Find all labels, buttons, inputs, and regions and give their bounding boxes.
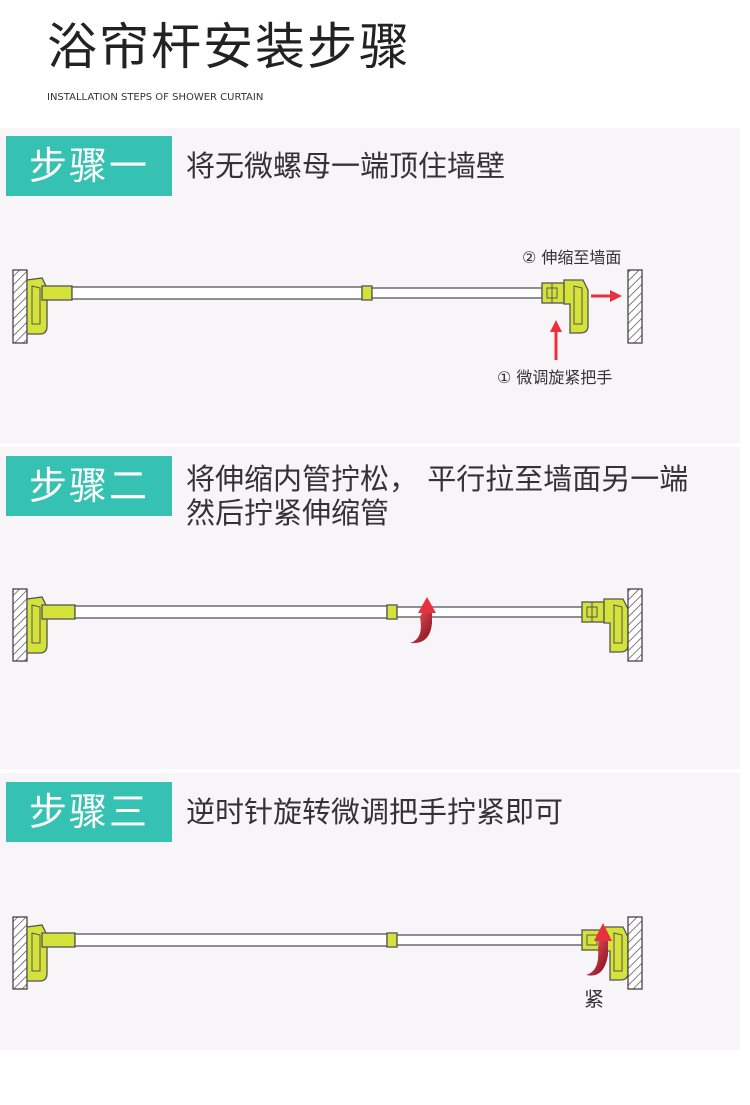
outer-tube <box>74 933 388 947</box>
step-2-text-line-2: 然后拧紧伸缩管 <box>186 496 390 530</box>
right-fitting <box>541 279 589 334</box>
up-arrow-icon <box>550 320 562 360</box>
joint <box>361 285 373 301</box>
step-1-badge: 步骤一 <box>6 136 172 196</box>
right-wall <box>627 916 643 990</box>
step-3-illustration <box>12 916 643 990</box>
step-2-panel: 步骤二 将伸缩内管拧松， 平行拉至墙面另一端 然后拧紧伸缩管 <box>0 447 740 769</box>
step-1-text-line: 将无微螺母一端顶住墙壁 <box>186 149 506 183</box>
step-2-badge: 步骤二 <box>6 456 172 516</box>
joint <box>386 604 398 620</box>
step-2-illustration <box>12 588 643 662</box>
page-subtitle: INSTALLATION STEPS OF SHOWER CURTAIN <box>47 92 264 103</box>
rotate-arrow-icon <box>586 923 612 976</box>
left-bracket <box>26 277 73 335</box>
step-1-text: 将无微螺母一端顶住墙壁 <box>186 149 505 183</box>
step-3-text-line: 逆时针旋转微调把手拧紧即可 <box>186 795 564 829</box>
left-bracket <box>26 924 76 982</box>
left-wall <box>12 269 28 344</box>
step-3-annotation-tighten: 紧 <box>584 987 604 1011</box>
step-3-text: 逆时针旋转微调把手拧紧即可 <box>186 795 563 829</box>
inner-tube <box>396 934 583 946</box>
step-1-panel: 步骤一 将无微螺母一端顶住墙壁 ② 伸缩至墙面 ① 微调旋紧把手 <box>0 128 740 443</box>
left-bracket <box>26 596 76 654</box>
inner-tube <box>371 287 543 299</box>
joint <box>386 932 398 948</box>
right-wall <box>627 269 643 344</box>
step-1-annotation-bottom: ① 微调旋紧把手 <box>497 368 613 387</box>
left-wall <box>12 588 28 662</box>
right-wall <box>627 588 643 662</box>
step-1-illustration <box>12 269 643 360</box>
step-2-text: 将伸缩内管拧松， 平行拉至墙面另一端 然后拧紧伸缩管 <box>186 462 688 530</box>
rotate-arrow-icon <box>410 597 436 644</box>
page-title: 浴帘杆安装步骤 <box>47 18 411 76</box>
step-1-annotation-top: ② 伸缩至墙面 <box>522 248 622 267</box>
step-2-text-line-1: 将伸缩内管拧松， 平行拉至墙面另一端 <box>186 462 689 496</box>
left-wall <box>12 916 28 990</box>
extend-arrow-icon <box>591 290 622 302</box>
outer-tube <box>71 286 363 300</box>
step-3-panel: 步骤三 逆时针旋转微调把手拧紧即可 紧 <box>0 773 740 1050</box>
right-fitting <box>581 598 629 653</box>
outer-tube <box>74 605 388 619</box>
step-3-badge: 步骤三 <box>6 782 172 842</box>
